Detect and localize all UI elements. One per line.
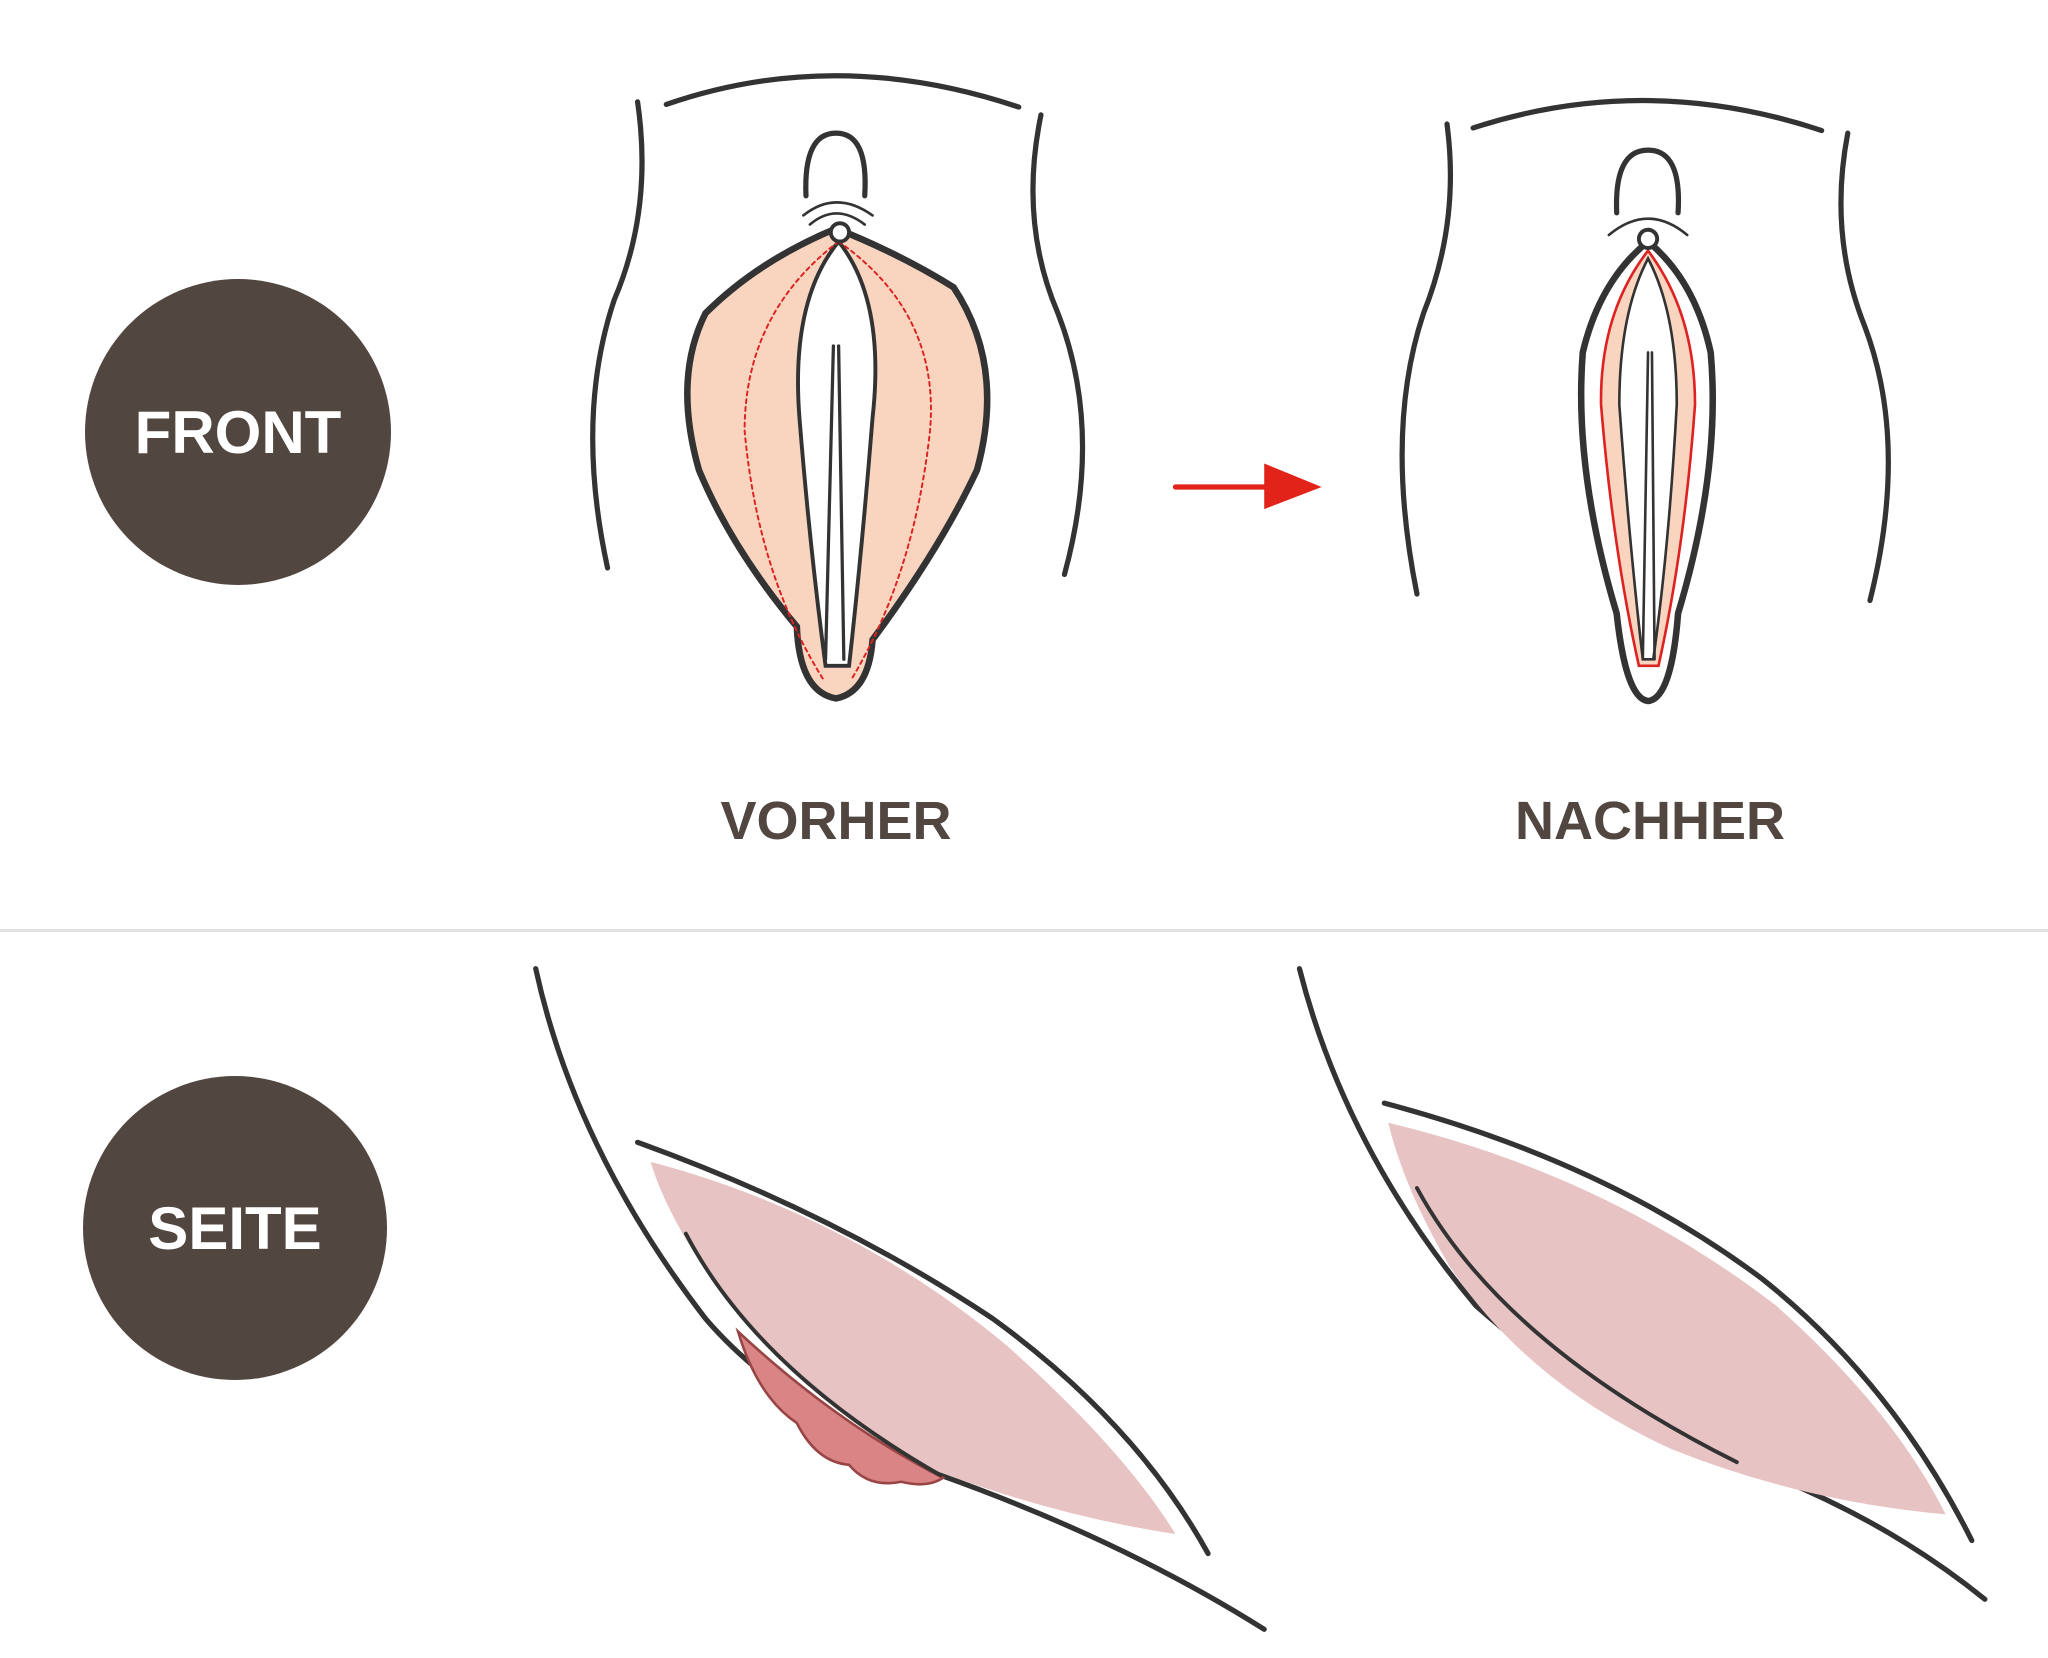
before-label: VORHER: [720, 791, 952, 851]
excess-tissue: [735, 1327, 946, 1486]
front-after-illustration: [1399, 97, 1891, 705]
section-divider: [0, 929, 2048, 932]
front-before-illustration: [590, 73, 1086, 702]
after-label: NACHHER: [1515, 791, 1785, 851]
side-after-illustration: [1296, 966, 1988, 1602]
front-view-badge: FRONT: [85, 279, 391, 585]
side-before-illustration: [533, 966, 1267, 1632]
side-view-badge: SEITE: [83, 1076, 387, 1380]
arrow-icon: [1172, 463, 1322, 510]
